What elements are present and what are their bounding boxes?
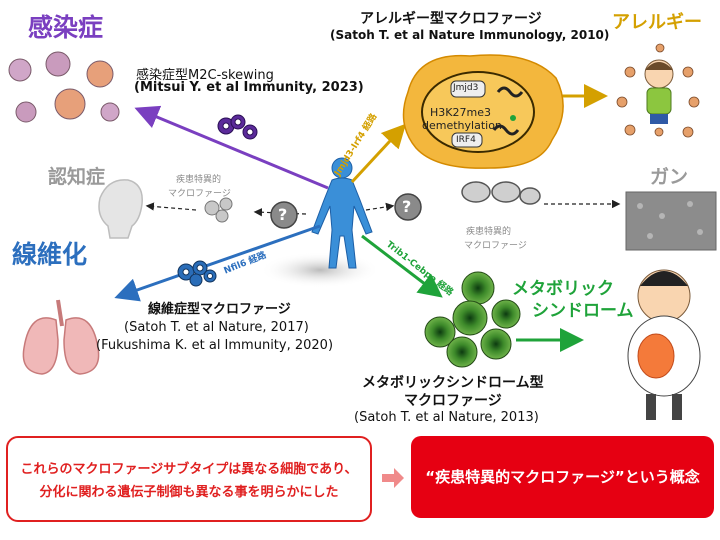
arrow-allergy [350,123,407,184]
label-infection: 感染症 [28,13,104,42]
irf4-box [451,132,483,148]
grey-macrophages-left [204,197,233,223]
disease-specific-left-2: マクロファージ [168,189,231,199]
disease-specific-right-2: マクロファージ [464,241,527,251]
caption-allergy-title: アレルギー型マクロファージ [360,11,542,27]
caption-allergy-ref: (Satoh T. et al Nature Immunology, 2010) [330,28,610,42]
grey-macrophages-right [461,181,541,205]
caption-metabolic-title-1: メタボリックシンドローム型 [362,375,544,391]
box-arrow [382,468,404,488]
conclusion-line-2: 分化に関わる遺伝子制御も異なる事を明らかにした [39,485,339,500]
caption-fibrosis-ref1: (Satoh T. et al Nature, 2017) [124,320,309,335]
allergen-icons [616,43,700,138]
arrow-fibrosis [114,224,321,302]
metabolic-macrophages [424,271,521,368]
caption-metabolic-ref: (Satoh T. et al Nature, 2013) [354,410,539,425]
question-mark-left: ? [278,205,288,224]
question-circle-left [270,201,298,229]
arrow-dashed-right-1 [365,202,395,212]
head-icon [98,179,143,239]
cancer-micrograph [625,191,717,251]
jmjd3-box [450,80,486,98]
label-dementia: 認知症 [48,166,106,188]
question-mark-right: ? [402,197,412,216]
caption-fibrosis-ref2: (Fukushima K. et al Immunity, 2020) [96,338,334,353]
lungs-icon [22,299,100,375]
label-cancer: ガン [650,166,689,188]
question-circle-right [394,193,422,221]
caption-metabolic-title-2: マクロファージ [404,393,502,409]
label-allergy: アレルギー [612,12,702,33]
h3k27-label: H3K27me3 [430,106,491,119]
concept-text: “疾患特異的マクロファージ”という概念 [425,468,700,486]
figure-shadow [260,252,380,288]
caption-infection-title: 感染症型M2C-skewing [136,68,274,83]
caption-infection-ref: (Mitsui Y. et al Immunity, 2023) [134,80,364,95]
arrow-metabolic [361,234,443,298]
concept-box: “疾患特異的マクロファージ”という概念 [411,436,714,518]
label-metabolic-2: シンドローム [532,301,634,321]
irf4-label: IRF4 [456,135,476,145]
metabolic-man-icon [627,269,701,420]
arrow-dashed-left-2 [145,202,197,211]
demethylation-label: demethylation [422,119,502,132]
virus-icons [8,51,120,123]
arrow-infection [134,105,329,190]
disease-specific-left-1: 疾患特異的 [176,175,222,185]
allergy-boy-icon [644,59,674,124]
fibrosis-macrophages [177,260,217,287]
conclusion-box: これらのマクロファージサブタイプは異なる細胞であり、 分化に関わる遺伝子制御も異… [6,436,372,522]
label-fibrosis: 線維化 [12,240,88,269]
conclusion-line-1: これらのマクロファージサブタイプは異なる細胞であり、 [20,462,358,477]
caption-fibrosis-title: 線維症型マクロファージ [148,302,291,317]
disease-specific-right-1: 疾患特異的 [466,227,512,237]
infection-macrophages [217,114,258,140]
label-metabolic-1: メタボリック [512,279,614,299]
human-figure [311,157,373,269]
jmjd3-label: Jmjd3 [453,83,479,93]
